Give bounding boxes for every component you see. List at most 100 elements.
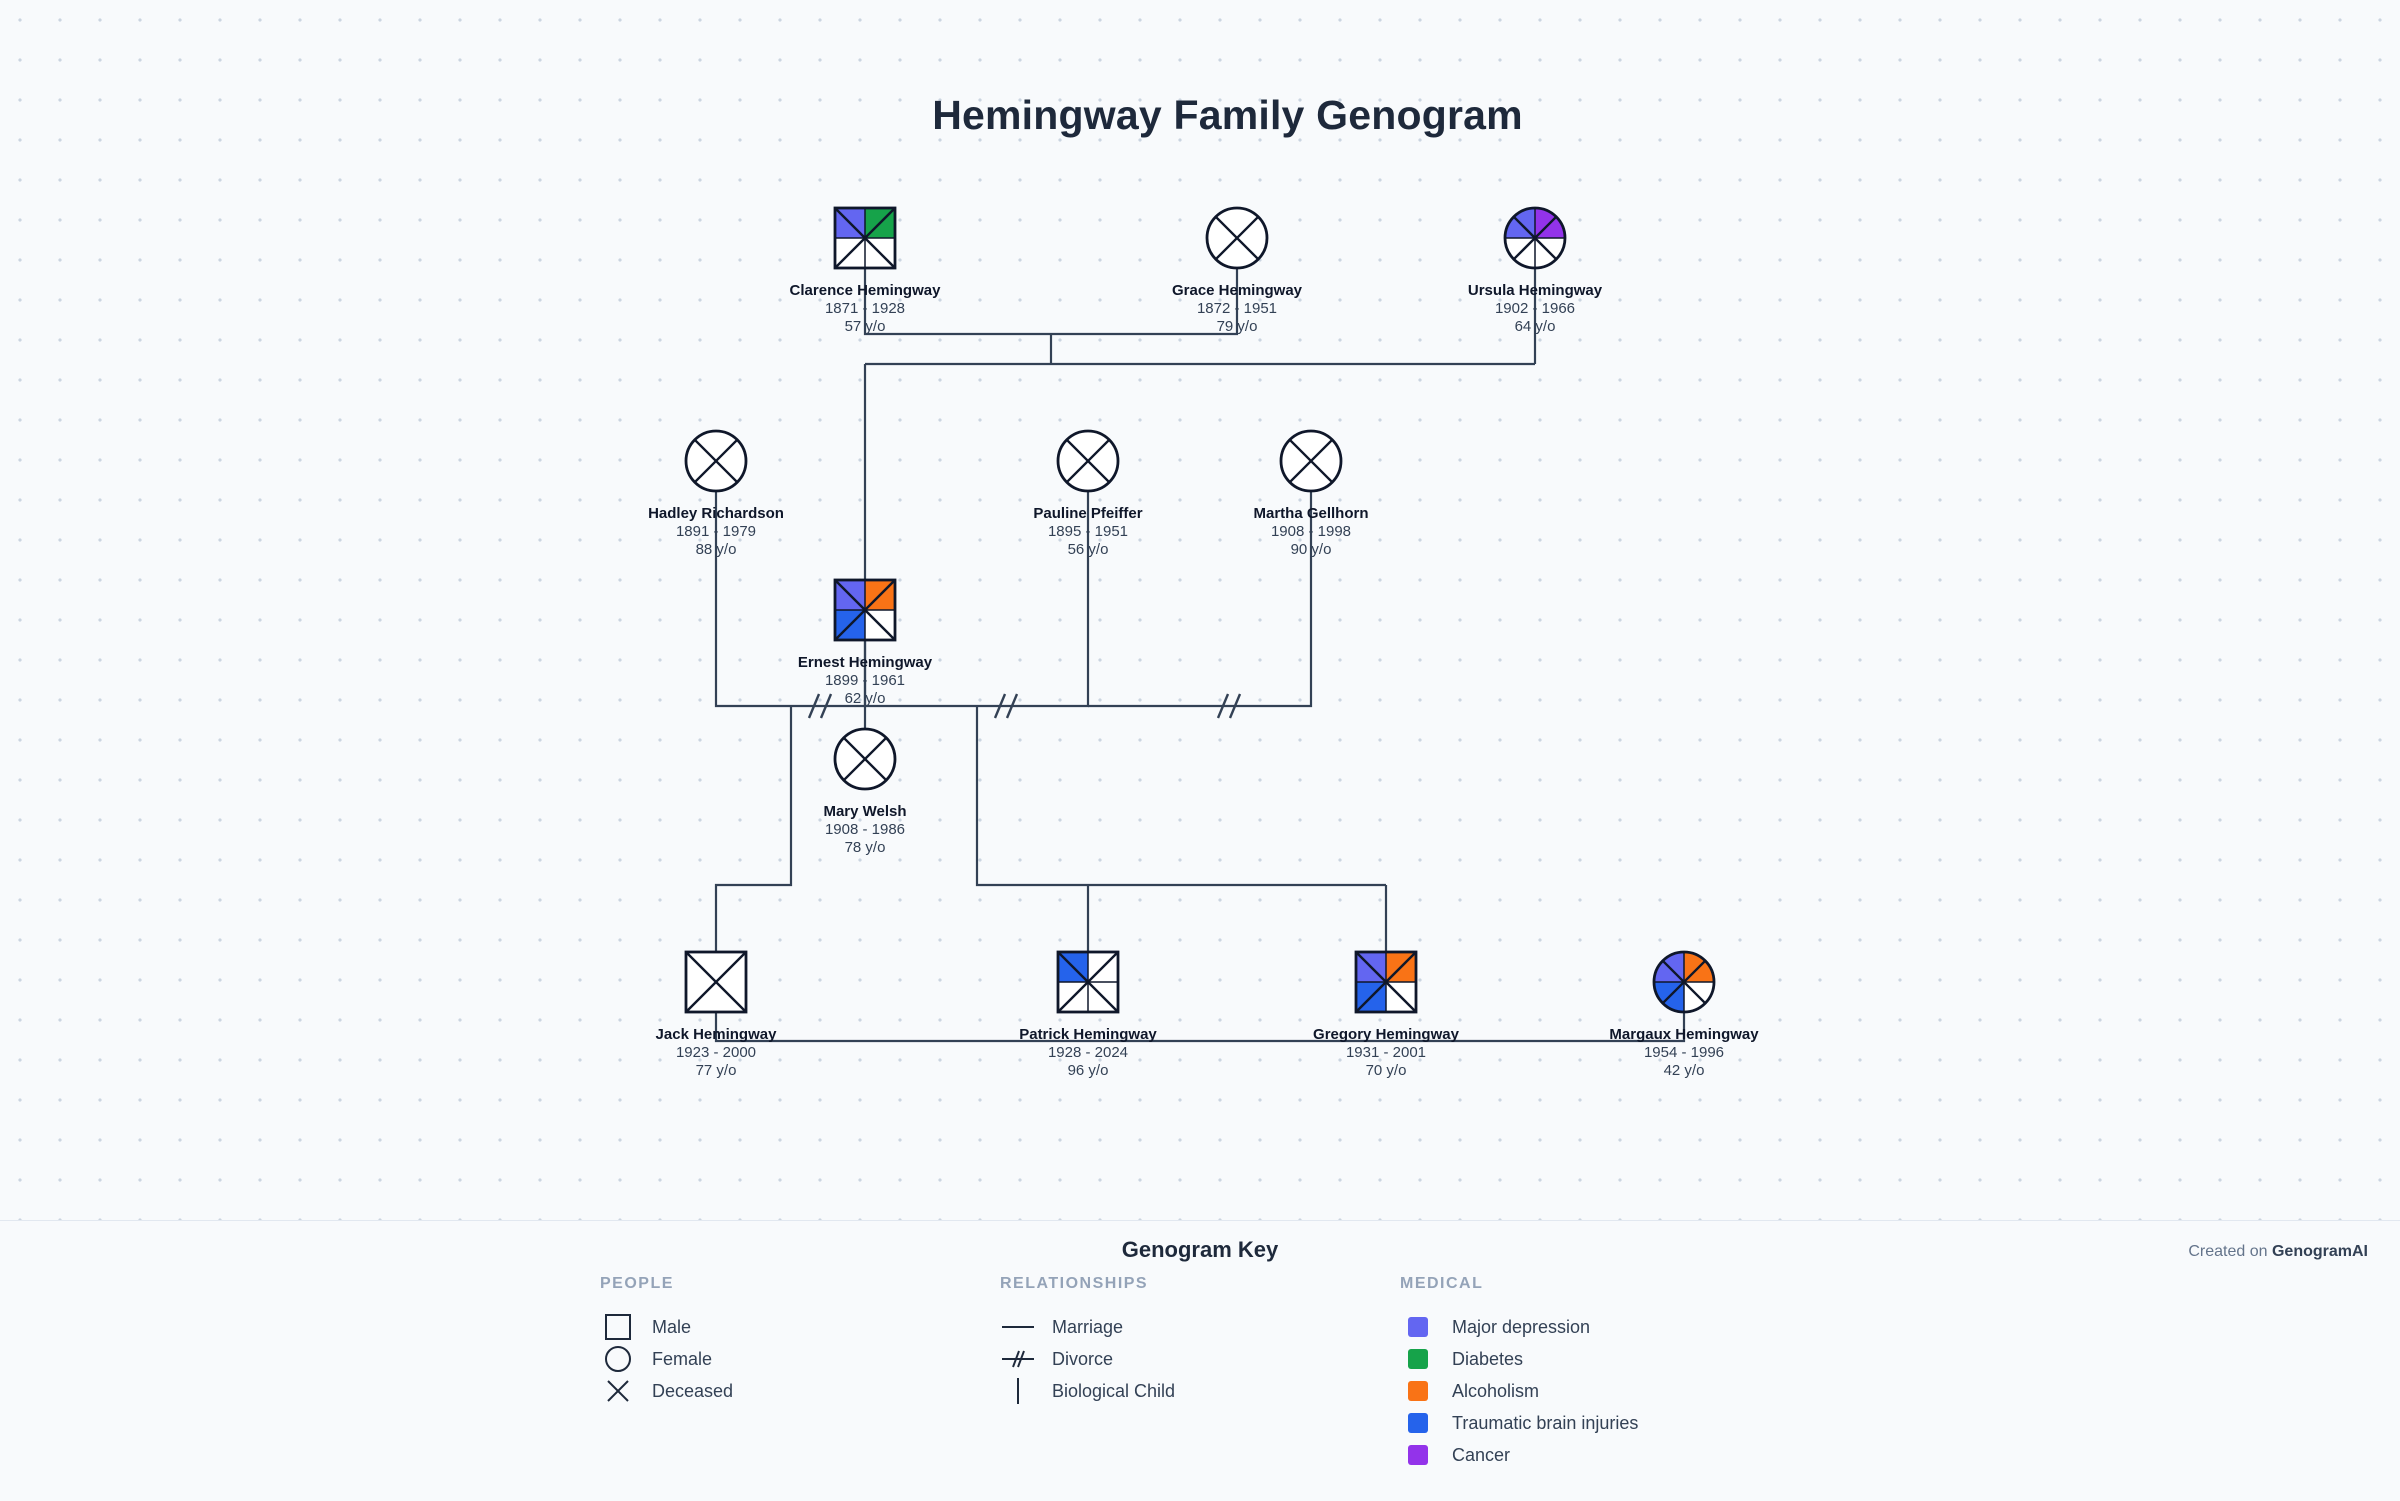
person-name: Martha Gellhorn (1253, 505, 1368, 522)
key-item-alcoholism: Alcoholism (1400, 1375, 1638, 1407)
credit: Created on GenogramAI (2188, 1243, 2368, 1261)
deceased-mark (1288, 438, 1334, 484)
key-label: Cancer (1452, 1444, 1511, 1465)
deceased-mark (1057, 951, 1119, 1013)
key-item-divorce: Divorce (1000, 1343, 1175, 1375)
person-years: 1908 - 1998 (1271, 523, 1351, 540)
person-years: 1899 - 1961 (825, 672, 905, 689)
key-item-female: Female (600, 1343, 733, 1375)
key-label: Diabetes (1452, 1348, 1524, 1369)
circle-icon (600, 1345, 636, 1373)
key-label: Major depression (1452, 1316, 1591, 1337)
divorce-line-ernest-martha (1088, 461, 1313, 708)
person-age: 88 y/o (696, 541, 737, 558)
key-item-diabetes: Diabetes (1400, 1343, 1638, 1375)
deceased-mark (1512, 215, 1558, 261)
person-years: 1891 - 1979 (676, 523, 756, 540)
person-age: 96 y/o (1068, 1062, 1109, 1079)
key-label: Deceased (652, 1380, 734, 1401)
person-years: 1872 - 1951 (1197, 300, 1277, 317)
deceased-mark (1355, 951, 1417, 1013)
person-name: Ernest Hemingway (798, 654, 933, 671)
person-years: 1871 - 1928 (825, 300, 905, 317)
person-age: 64 y/o (1515, 318, 1556, 335)
key-item-deceased: Deceased (600, 1375, 733, 1407)
key-label: Alcoholism (1452, 1380, 1540, 1401)
page-title: Hemingway Family Genogram (932, 92, 1523, 138)
key-title: Genogram Key (1121, 1237, 1279, 1262)
key-medical: MEDICAL Major depression Diabetes Alcoho… (1400, 1275, 1638, 1471)
person-age: 56 y/o (1068, 541, 1109, 558)
person-name: Grace Hemingway (1172, 282, 1303, 299)
deceased-mark (1065, 438, 1111, 484)
person-name: Hadley Richardson (648, 505, 784, 522)
key-item-child: Biological Child (1000, 1375, 1175, 1407)
person-years: 1895 - 1951 (1048, 523, 1128, 540)
person-name: Margaux Hemingway (1609, 1026, 1759, 1043)
swatch-cancer (1408, 1445, 1428, 1465)
key-people: PEOPLE Male Female Deceased (600, 1275, 733, 1407)
person-name: Jack Hemingway (656, 1026, 778, 1043)
swatch-major-depression (1408, 1317, 1428, 1337)
divorce-mark-martha (1216, 693, 1242, 719)
deceased-mark (834, 579, 896, 641)
person-name: Patrick Hemingway (1019, 1026, 1157, 1043)
key-label: Biological Child (1052, 1380, 1176, 1401)
child-line-ernest-pauline (975, 706, 1388, 982)
key-item-tbi: Traumatic brain injuries (1400, 1407, 1638, 1439)
person-years: 1923 - 2000 (676, 1044, 756, 1061)
credit-brand: GenogramAI (2271, 1243, 2368, 1260)
x-icon (600, 1377, 636, 1405)
credit-prefix: Created on (2188, 1243, 2268, 1260)
person-age: 70 y/o (1366, 1062, 1407, 1079)
square-icon (600, 1313, 636, 1341)
key-label: Male (652, 1316, 692, 1337)
person-age: 62 y/o (845, 690, 886, 707)
key-item-major-depression: Major depression (1400, 1311, 1638, 1343)
key-medical-heading: MEDICAL (1400, 1275, 1484, 1292)
key-label: Female (652, 1348, 713, 1369)
person-age: 42 y/o (1664, 1062, 1705, 1079)
divorce-mark-pauline (993, 693, 1019, 719)
key-relationships-heading: RELATIONSHIPS (1000, 1275, 1149, 1292)
genogram-key: Genogram Key Created on GenogramAI PEOPL… (0, 1220, 2400, 1501)
key-label: Divorce (1052, 1348, 1114, 1369)
deceased-mark (834, 207, 896, 269)
key-item-marriage: Marriage (1000, 1311, 1175, 1343)
swatch-tbi (1408, 1413, 1428, 1433)
child-line-clarence-grace (863, 238, 1537, 610)
person-age: 77 y/o (696, 1062, 737, 1079)
person-years: 1954 - 1996 (1644, 1044, 1724, 1061)
person-years: 1902 - 1966 (1495, 300, 1575, 317)
child-line-ernest-hadley (714, 706, 793, 982)
person-years: 1928 - 2024 (1048, 1044, 1128, 1061)
person-name: Mary Welsh (823, 803, 906, 820)
key-people-heading: PEOPLE (600, 1275, 674, 1292)
key-relationships: RELATIONSHIPS Marriage Divorce Biologica… (1000, 1275, 1175, 1407)
deceased-mark (693, 438, 739, 484)
person-age: 57 y/o (845, 318, 886, 335)
person-age: 90 y/o (1291, 541, 1332, 558)
person-name: Clarence Hemingway (790, 282, 942, 299)
person-age: 79 y/o (1217, 318, 1258, 335)
child-line-jack-margaux (714, 982, 1686, 1043)
key-item-cancer: Cancer (1400, 1439, 1638, 1471)
person-years: 1908 - 1986 (825, 821, 905, 838)
key-label: Traumatic brain injuries (1452, 1412, 1639, 1433)
deceased-mark (685, 951, 747, 1013)
divorce-mark-hadley (807, 693, 833, 719)
